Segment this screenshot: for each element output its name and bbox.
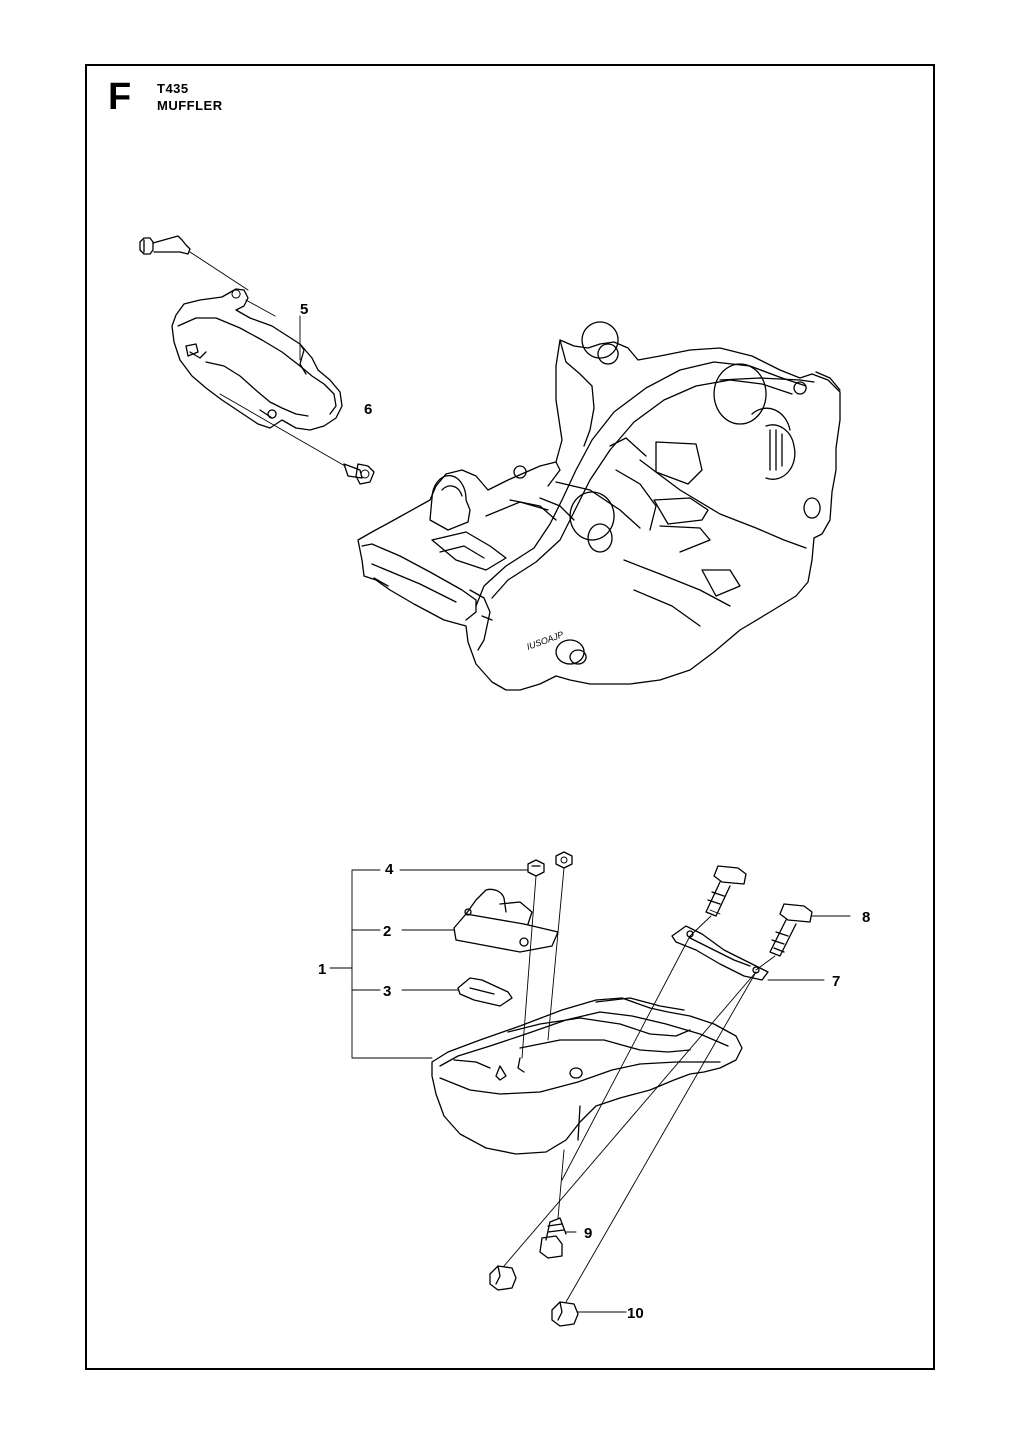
callout-6: 6	[364, 401, 372, 418]
callout-7: 7	[832, 973, 840, 990]
callout-4: 4	[385, 861, 394, 878]
callout-3: 3	[383, 983, 391, 1000]
callout-8: 8	[862, 909, 870, 926]
muffler-body-part	[431, 997, 743, 1155]
crankcase-part: IUSOAJP	[357, 321, 841, 691]
heat-shield-part	[171, 288, 343, 431]
screw-upper-part	[219, 393, 375, 485]
bolt-upper-part	[139, 235, 249, 291]
callout-2: 2	[383, 923, 391, 940]
bracket-callout-1	[329, 869, 433, 1059]
screen-part	[401, 977, 513, 1007]
spacer-left-part	[489, 1265, 517, 1291]
gasket-part	[503, 925, 825, 1267]
spacer-right-part	[551, 1301, 627, 1327]
model-number: T435	[157, 81, 189, 96]
section-title: MUFFLER	[157, 98, 223, 113]
callout-5: 5	[300, 301, 308, 318]
bolt-lower-part-b	[565, 903, 851, 1303]
callout-1: 1	[318, 961, 326, 978]
callout-9: 9	[584, 1225, 592, 1242]
page-frame	[85, 64, 935, 1370]
bolt-bottom-part	[539, 1149, 577, 1259]
deflector-part	[401, 888, 559, 953]
section-letter: F	[108, 76, 132, 118]
bolt-lower-part-a	[689, 865, 747, 937]
callout-10: 10	[627, 1305, 644, 1322]
casting-mark-text: IUSOAJP	[525, 629, 565, 652]
